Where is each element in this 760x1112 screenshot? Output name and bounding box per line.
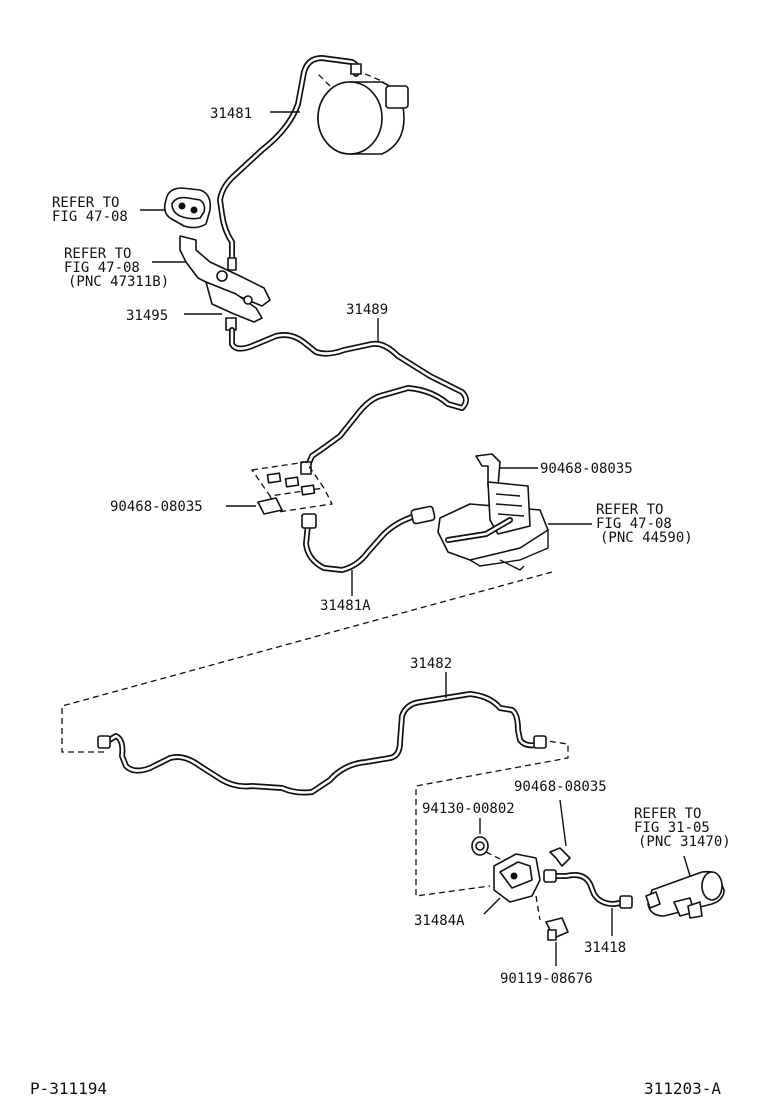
refer-pnc-label: (PNC 47311B) [68,274,169,290]
refer-to-label: REFER TO [596,502,663,518]
callout-labels: 31481 REFER TO FIG 47-08 REFER TO FIG 47… [30,106,731,1098]
label-31418: 31418 [584,940,626,956]
pipe-31482 [97,672,547,796]
bracket-part [179,235,271,331]
refer-pnc-label: (PNC 44590) [600,530,693,546]
leader-lines [140,111,379,342]
label-94130: 94130-00802 [422,801,515,817]
label-clip-left: 90468-08035 [110,499,203,515]
label-90119: 90119-08676 [500,971,593,987]
label-31489: 31489 [346,302,388,318]
label-31495: 31495 [126,308,168,324]
valve-31484a [483,853,541,915]
bolt-90119 [535,895,569,966]
clip-top [475,453,538,487]
clip-plate [250,461,333,513]
refer-fig-label: FIG 47-08 [596,516,672,532]
label-31481a: 31481A [320,598,371,614]
label-clip-low: 90468-08035 [514,779,607,795]
refer-to-label: REFER TO [634,806,701,822]
master-cylinder [317,69,409,155]
footer-right-code: 311203-A [644,1079,721,1098]
refer-fig-label: FIG 47-08 [52,209,128,225]
pipe-31481 [217,55,362,271]
refer-pnc-label: (PNC 31470) [638,834,731,850]
clip-low [549,799,571,867]
abs-actuator [437,481,592,571]
connection-outline [61,571,569,897]
label-31482: 31482 [410,656,452,672]
release-cylinder [645,855,725,919]
label-31484a: 31484A [414,913,465,929]
nut-94130 [471,818,507,863]
label-clip-top: 90468-08035 [540,461,633,477]
refer-fig-label: FIG 47-08 [64,260,140,276]
hose-31418 [543,869,633,936]
hose-31481a [301,505,436,596]
grommet-part [163,187,212,229]
refer-fig-label: FIG 31-05 [634,820,710,836]
refer-to-label: REFER TO [52,195,119,211]
refer-to-label: REFER TO [64,246,131,262]
pipe-31489 [229,327,469,475]
clip-left [226,497,283,515]
footer-left-code: P-311194 [30,1079,107,1098]
label-31481: 31481 [210,106,252,122]
